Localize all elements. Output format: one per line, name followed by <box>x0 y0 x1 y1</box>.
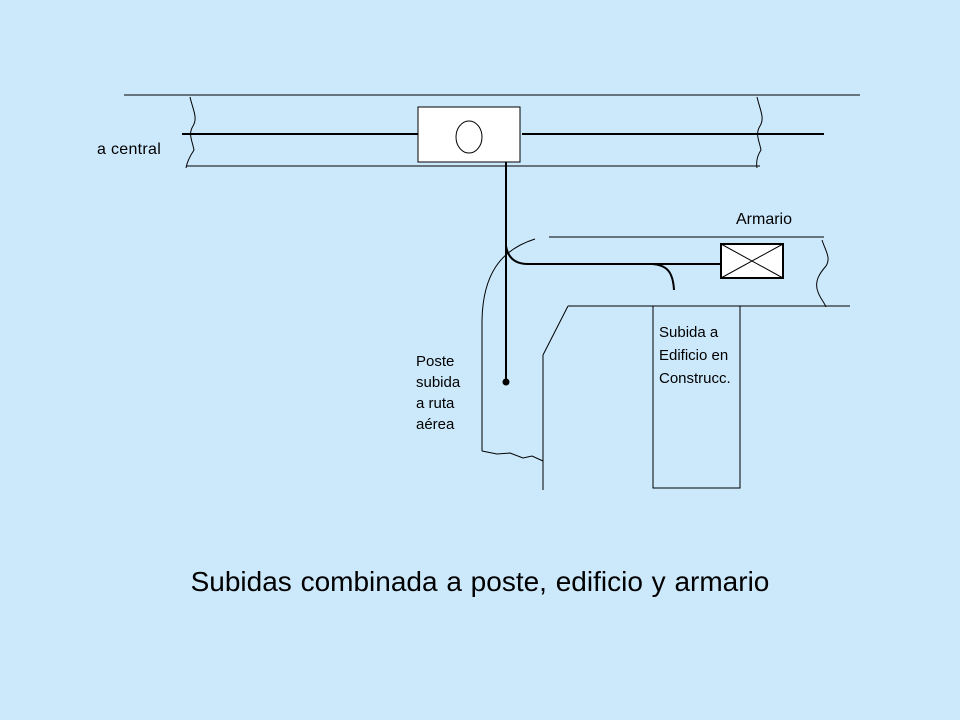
label-central: a central <box>97 141 162 158</box>
pole-break <box>481 450 544 462</box>
pole-curve <box>481 238 536 451</box>
street-outline <box>124 94 860 490</box>
diagonal-edge <box>542 305 569 356</box>
cabinet-diagonal-2 <box>720 243 784 279</box>
cables <box>182 133 824 382</box>
splice-circle-icon <box>455 120 483 154</box>
break-mark-branch <box>816 239 829 308</box>
branch-cable <box>505 245 720 265</box>
building-feed <box>651 263 675 291</box>
caption: Subidas combinada a poste, edificio y ar… <box>190 566 770 597</box>
label-edificio: Subida a Edificio en Construcc. <box>659 324 731 387</box>
splice-box <box>417 106 521 163</box>
label-armario: Armario <box>736 211 793 228</box>
splice-box-rect <box>417 106 521 163</box>
building-outline <box>652 305 741 489</box>
break-mark-left <box>185 96 196 169</box>
cabinet-icon <box>720 243 784 279</box>
break-mark-right <box>756 96 763 169</box>
label-poste: Poste subida a ruta aérea <box>416 353 461 433</box>
pole-dot <box>502 378 510 386</box>
